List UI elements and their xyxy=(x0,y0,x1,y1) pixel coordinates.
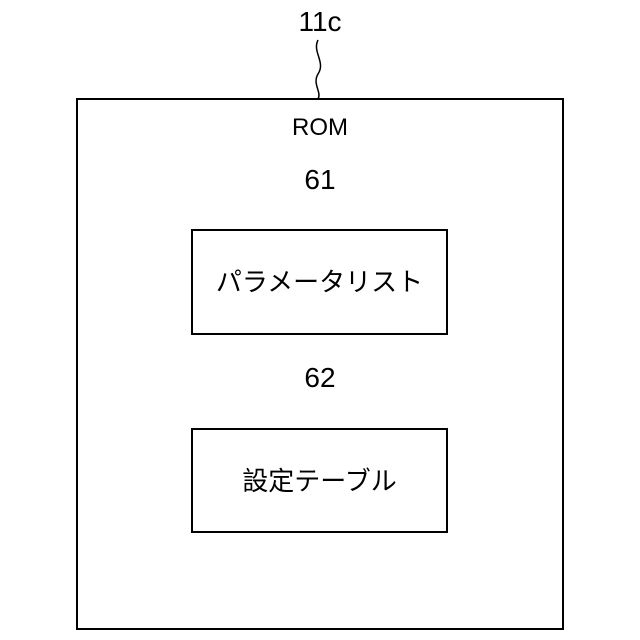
rom-title: ROM xyxy=(78,116,562,140)
settings-table-ref-label: 62 xyxy=(280,364,360,392)
parameter-list-ref-label: 61 xyxy=(280,166,360,194)
settings-table-label: 設定テーブル xyxy=(193,466,446,496)
parameter-list-label: パラメータリスト xyxy=(193,267,446,297)
settings-table-box: 設定テーブル xyxy=(191,428,448,533)
parameter-list-box: パラメータリスト xyxy=(191,229,448,335)
rom-ref-label: 11c xyxy=(280,8,360,36)
leader-line-rom xyxy=(316,40,321,99)
